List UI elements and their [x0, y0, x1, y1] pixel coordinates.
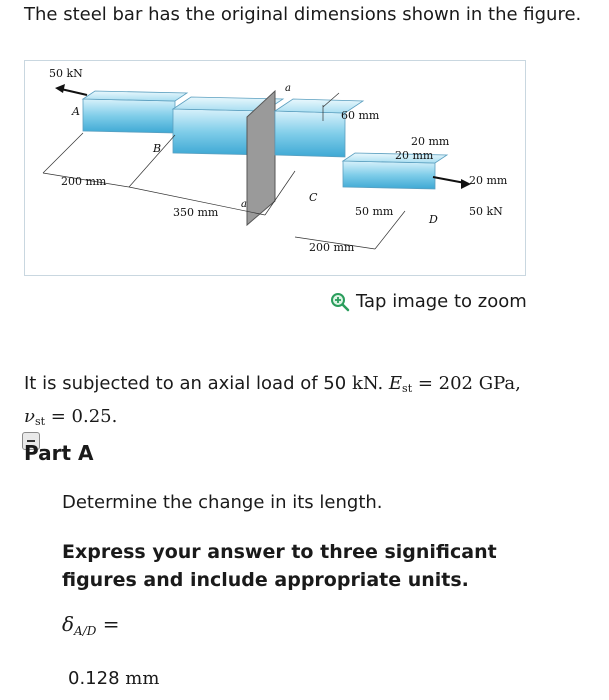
label-section-a-top: a	[285, 83, 291, 94]
label-point-a: A	[71, 105, 80, 118]
label-dim-200-left: 200 mm	[61, 175, 107, 188]
tap-to-zoom-link[interactable]: Tap image to zoom	[330, 291, 527, 312]
label-point-b: B	[152, 142, 161, 155]
load-arrow-left	[55, 84, 65, 93]
label-load-left: 50 kN	[49, 67, 83, 80]
answer-instruction: Express your answer to three significant…	[62, 541, 497, 591]
part-title: Part A	[24, 441, 94, 465]
label-load-right: 50 kN	[469, 205, 503, 218]
answer-label: δA/D =	[62, 612, 120, 638]
label-section-a-bottom: a	[241, 199, 247, 210]
question-text: Determine the change in its length.	[62, 492, 383, 513]
label-point-c: C	[309, 191, 318, 204]
steel-bar-diagram: 50 kN A B a a C D 200 mm 350 mm 60 mm 20…	[42, 67, 508, 254]
figure-image[interactable]: 50 kN A B a a C D 200 mm 350 mm 60 mm 20…	[24, 60, 526, 276]
bar-segment-ab	[82, 98, 176, 134]
collapse-part-icon[interactable]	[22, 432, 40, 450]
label-dim-60: 60 mm	[341, 109, 380, 122]
label-dim-350: 350 mm	[173, 206, 219, 219]
zoom-label: Tap image to zoom	[356, 291, 527, 312]
label-dim-20-c: 20 mm	[469, 174, 508, 187]
problem-statement: It is subjected to an axial load of 50 k…	[24, 373, 521, 428]
section-plane	[246, 89, 276, 227]
label-dim-20-a: 20 mm	[411, 135, 450, 148]
intro-text: The steel bar has the original dimension…	[24, 4, 582, 25]
label-dim-20-b: 20 mm	[395, 149, 434, 162]
zoom-in-icon	[331, 292, 350, 311]
answer-value: 0.128 mm	[68, 668, 160, 689]
label-point-d: D	[428, 213, 438, 226]
label-dim-200-bottom: 200 mm	[309, 241, 355, 254]
load-arrow-right	[461, 179, 471, 189]
bar-segment-cd	[342, 160, 436, 190]
label-dim-50: 50 mm	[355, 205, 394, 218]
